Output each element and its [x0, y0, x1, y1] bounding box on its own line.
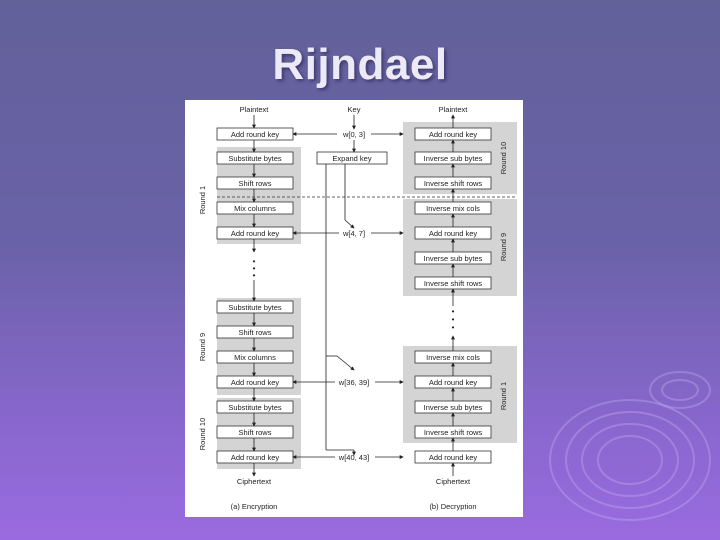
slide-title: Rijndael: [272, 40, 448, 89]
dec-round-label: Round 10: [499, 142, 508, 175]
svg-text:Add round key: Add round key: [231, 453, 280, 462]
enc-round-label: Round 1: [198, 186, 207, 214]
dec-step-box: Inverse shift rows: [414, 425, 492, 439]
enc-round-label: Round 10: [198, 418, 207, 451]
dec-step-box: Inverse shift rows: [414, 176, 492, 190]
enc-step-box: Substitute bytes: [216, 400, 294, 414]
dec-step-box: Inverse sub bytes: [414, 400, 492, 414]
dec-step-box: Inverse mix cols: [414, 201, 492, 215]
enc-step-box: Shift rows: [216, 325, 294, 339]
enc-ellipsis-dots: •: [253, 271, 256, 280]
svg-text:Substitute bytes: Substitute bytes: [228, 303, 282, 312]
svg-text:Inverse mix cols: Inverse mix cols: [426, 353, 480, 362]
key-label: Key: [348, 105, 361, 114]
aes-structure-figure: Round 1 Round 9 Round 10 Round 10 Round …: [185, 100, 523, 517]
svg-text:Inverse sub bytes: Inverse sub bytes: [424, 403, 483, 412]
dec-step-box: Add round key: [414, 375, 492, 389]
svg-text:Shift rows: Shift rows: [239, 428, 272, 437]
svg-text:Expand key: Expand key: [332, 154, 371, 163]
key-word-label: w[36, 39]: [338, 378, 369, 387]
key-word-label: w[0, 3]: [342, 130, 365, 139]
dec-caption: (b) Decryption: [429, 502, 476, 511]
svg-text:Mix columns: Mix columns: [234, 204, 276, 213]
enc-step-box: Shift rows: [216, 425, 294, 439]
enc-round-label: Round 9: [198, 333, 207, 361]
dec-round-label: Round 1: [499, 382, 508, 410]
enc-step-box: Mix columns: [216, 201, 294, 215]
decorative-swirl: [549, 371, 711, 521]
svg-text:Inverse shift rows: Inverse shift rows: [424, 428, 483, 437]
dec-plaintext-label: Plaintext: [439, 105, 469, 114]
dec-round-label: Round 9: [499, 233, 508, 261]
svg-text:Substitute bytes: Substitute bytes: [228, 154, 282, 163]
dec-ciphertext-label: Ciphertext: [436, 477, 471, 486]
svg-text:Add round key: Add round key: [231, 378, 280, 387]
dec-step-box: Add round key: [414, 127, 492, 141]
enc-step-box: Add round key: [216, 375, 294, 389]
svg-text:Add round key: Add round key: [429, 130, 478, 139]
enc-ellipsis-dots: •: [253, 264, 256, 273]
svg-text:Mix columns: Mix columns: [234, 353, 276, 362]
svg-text:Add round key: Add round key: [429, 229, 478, 238]
svg-text:Inverse shift rows: Inverse shift rows: [424, 179, 483, 188]
svg-text:Add round key: Add round key: [429, 453, 478, 462]
svg-text:Shift rows: Shift rows: [239, 179, 272, 188]
enc-plaintext-label: Plaintext: [240, 105, 270, 114]
enc-step-box: Substitute bytes: [216, 151, 294, 165]
enc-caption: (a) Encryption: [231, 502, 278, 511]
key-word-label: w[4, 7]: [342, 229, 365, 238]
enc-step-box: Add round key: [216, 127, 294, 141]
dec-step-box: Inverse mix cols: [414, 350, 492, 364]
enc-step-box: Add round key: [216, 226, 294, 240]
svg-text:Inverse sub bytes: Inverse sub bytes: [424, 254, 483, 263]
dec-step-box: Add round key: [414, 226, 492, 240]
dec-step-box: Add round key: [414, 450, 492, 464]
enc-step-box: Add round key: [216, 450, 294, 464]
svg-text:Shift rows: Shift rows: [239, 328, 272, 337]
enc-ciphertext-label: Ciphertext: [237, 477, 272, 486]
svg-text:Inverse sub bytes: Inverse sub bytes: [424, 154, 483, 163]
dec-step-box: Inverse sub bytes: [414, 151, 492, 165]
dec-step-box: Inverse sub bytes: [414, 251, 492, 265]
enc-step-box: Substitute bytes: [216, 300, 294, 314]
svg-text:Add round key: Add round key: [231, 130, 280, 139]
dec-step-box: Inverse shift rows: [414, 276, 492, 290]
svg-text:Add round key: Add round key: [231, 229, 280, 238]
enc-ellipsis-dots: •: [253, 257, 256, 266]
enc-step-box: Shift rows: [216, 176, 294, 190]
svg-text:Add round key: Add round key: [429, 378, 478, 387]
dec-ellipsis-dots: •: [452, 307, 455, 316]
expand-key-box: Expand key: [316, 151, 388, 165]
svg-text:Inverse shift rows: Inverse shift rows: [424, 279, 483, 288]
dec-ellipsis-dots: •: [452, 323, 455, 332]
svg-text:Inverse mix cols: Inverse mix cols: [426, 204, 480, 213]
enc-step-box: Mix columns: [216, 350, 294, 364]
dec-ellipsis-dots: •: [452, 315, 455, 324]
svg-text:Substitute bytes: Substitute bytes: [228, 403, 282, 412]
key-word-label: w[40, 43]: [338, 453, 369, 462]
